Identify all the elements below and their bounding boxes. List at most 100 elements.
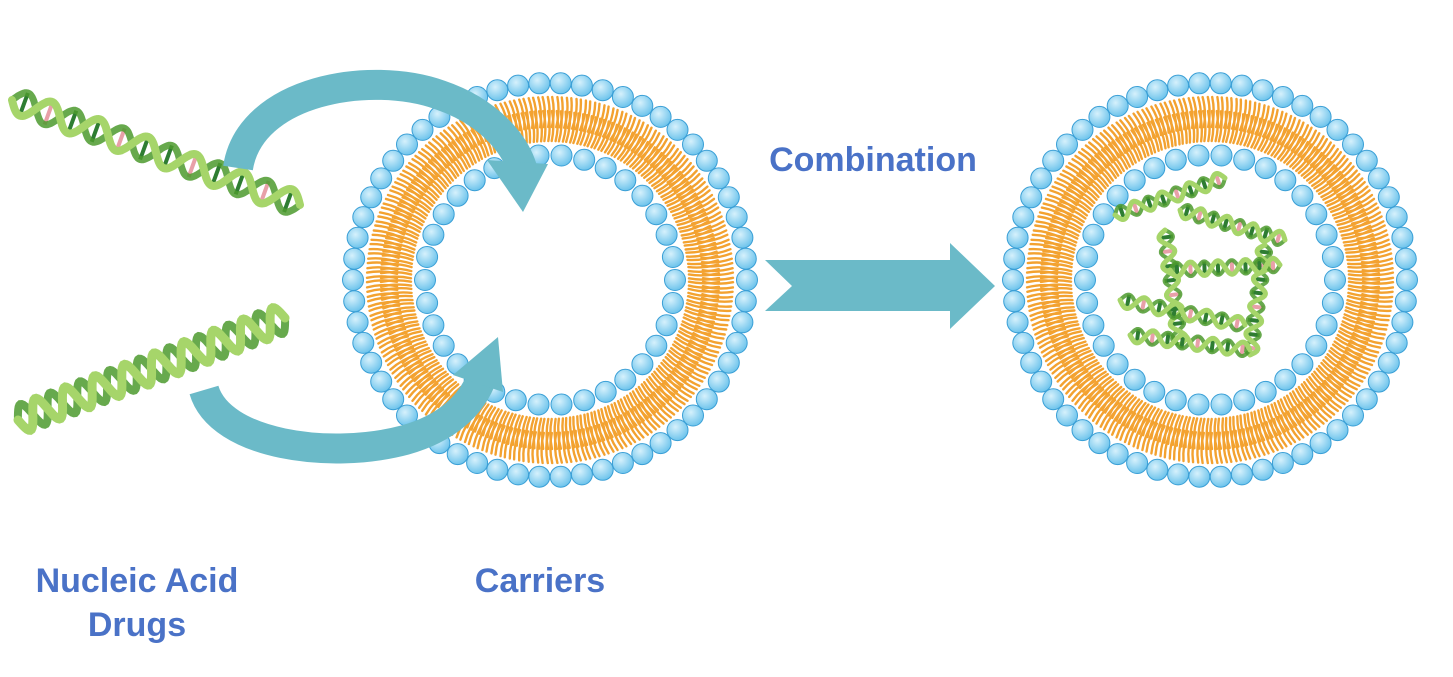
lipid-tail — [406, 188, 434, 207]
lipid-tail — [660, 361, 687, 383]
lipid-tail — [386, 316, 418, 327]
lipid-tail — [1250, 411, 1262, 443]
lipid-tail — [1232, 415, 1240, 448]
lipid-tail — [1104, 146, 1125, 173]
lipid-head — [594, 157, 617, 180]
lipid-tail — [1326, 188, 1354, 207]
lipid-head — [1385, 331, 1408, 354]
lipid-head — [631, 184, 654, 207]
lipid-tail — [1041, 298, 1074, 306]
lipid-tail — [686, 254, 719, 262]
lipid-tail — [380, 286, 413, 293]
lipid-tail — [403, 349, 432, 368]
lipid-head — [1188, 465, 1211, 488]
lipid-tail — [556, 417, 563, 450]
lipid-tail — [520, 112, 528, 145]
lipid-tail — [568, 111, 576, 144]
lipid-head — [1088, 432, 1111, 455]
lipid-head — [1210, 393, 1233, 416]
lipid-tail — [616, 131, 634, 160]
lipid-tail — [437, 151, 460, 177]
lipid-tail — [380, 294, 414, 301]
lipid-head — [1146, 79, 1169, 102]
lipid-tail — [1055, 336, 1085, 352]
lipid-tail — [1111, 392, 1131, 420]
lipid-tail — [1039, 283, 1073, 288]
lipid-head — [1126, 452, 1149, 474]
lipid-tail — [1081, 370, 1107, 393]
lipid-head — [1071, 118, 1094, 141]
lipid-head — [507, 74, 530, 97]
lipid-tail — [670, 196, 699, 214]
lipid-tail — [390, 327, 421, 340]
lipid-tail — [1345, 250, 1378, 258]
lipid-tail — [381, 254, 414, 262]
lipid-tail — [507, 413, 517, 445]
lipid-tail — [1040, 258, 1074, 265]
lipid-tail — [545, 417, 550, 451]
lipid-tail — [430, 378, 455, 403]
lipid-tail — [1311, 164, 1336, 187]
lipid-tail — [684, 309, 717, 319]
lipid-tail — [1224, 416, 1231, 450]
lipid-tail — [1163, 412, 1174, 444]
lipid-tail — [557, 110, 563, 143]
lipid-head — [416, 292, 439, 314]
lipid-head — [594, 380, 617, 403]
lipid-tail — [651, 373, 676, 396]
lipid-tail — [1100, 385, 1123, 412]
lipid-head — [1006, 226, 1029, 249]
lipid-head — [1123, 169, 1146, 192]
lipid-tail — [1184, 111, 1192, 144]
lipid-tail — [390, 220, 421, 233]
lipid-tail — [613, 401, 630, 431]
lipid-tail — [675, 336, 705, 352]
nucleic-acid-helix-icon — [13, 303, 290, 435]
lipid-tail — [1115, 394, 1135, 422]
lipid-tail — [1070, 359, 1098, 379]
helix-strand-front — [13, 303, 290, 435]
lipid-head — [1291, 94, 1314, 117]
lipid-tail — [1311, 373, 1336, 396]
lipid-tail — [1073, 177, 1100, 199]
lipid-tail — [1158, 411, 1170, 443]
lipid-tail — [687, 291, 720, 298]
lipid-tail — [1066, 353, 1094, 372]
lipid-tail — [1063, 192, 1092, 211]
lipid-tail — [427, 160, 452, 185]
lipid-tail — [1297, 148, 1320, 175]
lipid-tail — [458, 136, 477, 164]
lipid-tail — [1279, 133, 1298, 162]
lipid-tail — [1047, 320, 1079, 332]
lipid-tail — [648, 375, 673, 400]
lipid-tail — [387, 228, 419, 240]
lipid-tail — [537, 417, 543, 450]
lipid-head — [725, 206, 748, 229]
lipid-head — [342, 269, 364, 291]
lipid-tail — [434, 381, 457, 406]
lipid-tail — [1291, 143, 1313, 170]
lipid-head — [411, 118, 434, 141]
lipid-tail — [1122, 398, 1141, 427]
lipid-tail — [681, 320, 713, 332]
lipid-tail — [668, 349, 697, 368]
lipid-tail — [1150, 120, 1163, 151]
lipid-tail — [1043, 309, 1076, 319]
lipid-tail — [1059, 200, 1089, 217]
lipid-head — [661, 246, 684, 268]
lipid-tail — [1097, 383, 1120, 409]
lipid-head — [631, 94, 654, 117]
lipid-tail — [678, 216, 709, 230]
lipid-tail — [568, 416, 576, 449]
lipid-tail — [637, 148, 660, 175]
lipid-head — [1167, 463, 1190, 486]
lipid-head — [1254, 380, 1277, 403]
lipid-tail — [1063, 349, 1092, 368]
lipid-tail — [631, 143, 653, 170]
lipid-tail — [401, 346, 430, 364]
lipid-tail — [1171, 113, 1181, 146]
lipid-head — [463, 169, 486, 192]
lipid-tail — [1308, 375, 1333, 400]
lipid-tail — [565, 110, 572, 144]
lipid-tail — [455, 138, 475, 166]
